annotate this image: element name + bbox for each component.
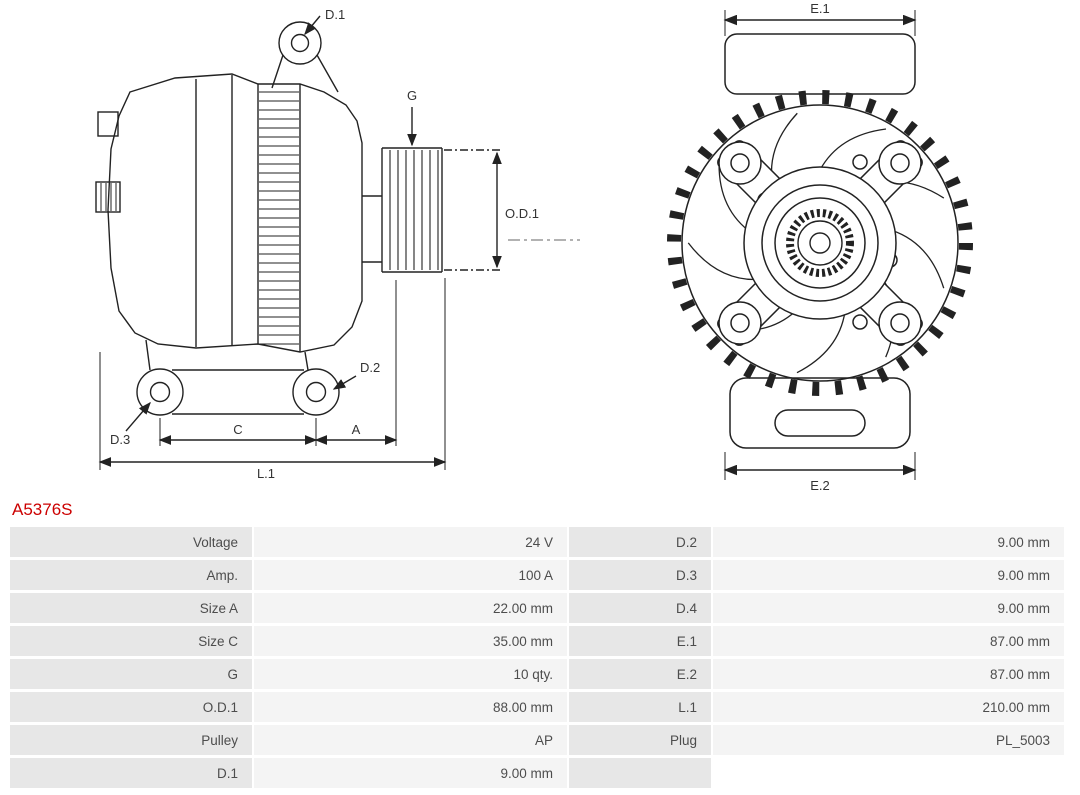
dim-label-d3: D.3 (110, 432, 130, 447)
spec-value: 9.00 mm (713, 560, 1064, 590)
alternator-side-view-drawing: D.1 G O.D.1 D.2 D.3 C A L.1 (95, 7, 580, 481)
dim-label-d1: D.1 (325, 7, 345, 22)
spec-value: 9.00 mm (254, 758, 567, 788)
spec-label: Pulley (10, 725, 252, 755)
spec-label (569, 758, 711, 788)
spec-label: D.3 (569, 560, 711, 590)
spec-value: 22.00 mm (254, 593, 567, 623)
dim-label-l1: L.1 (257, 466, 275, 481)
spec-label: Size C (10, 626, 252, 656)
spec-label: Voltage (10, 527, 252, 557)
dim-label-e2: E.2 (810, 478, 830, 493)
front-view-linework (667, 10, 973, 480)
spec-value: 88.00 mm (254, 692, 567, 722)
spec-value: 35.00 mm (254, 626, 567, 656)
side-view-linework (95, 15, 580, 470)
dim-label-a: A (352, 422, 361, 437)
spec-label: Amp. (10, 560, 252, 590)
spec-label: D.1 (10, 758, 252, 788)
spec-label: D.4 (569, 593, 711, 623)
spec-label: O.D.1 (10, 692, 252, 722)
spec-value: 210.00 mm (713, 692, 1064, 722)
spec-label: E.1 (569, 626, 711, 656)
spec-value: PL_5003 (713, 725, 1064, 755)
dim-label-od1: O.D.1 (505, 206, 539, 221)
dim-label-g: G (407, 88, 417, 103)
alternator-front-view-drawing: E.1 E.2 (667, 1, 973, 493)
spec-label: D.2 (569, 527, 711, 557)
spec-label: L.1 (569, 692, 711, 722)
part-number: A5376S (12, 500, 73, 519)
spec-label: E.2 (569, 659, 711, 689)
spec-value: 9.00 mm (713, 527, 1064, 557)
dim-label-d2: D.2 (360, 360, 380, 375)
spec-label: G (10, 659, 252, 689)
spec-value: 100 A (254, 560, 567, 590)
dim-label-e1: E.1 (810, 1, 830, 16)
spec-value: 10 qty. (254, 659, 567, 689)
spec-value: 24 V (254, 527, 567, 557)
spec-value: AP (254, 725, 567, 755)
spec-table: Voltage 24 V D.2 9.00 mm Amp. 100 A D.3 … (10, 527, 1070, 788)
spec-value (713, 758, 1064, 788)
spec-value: 87.00 mm (713, 626, 1064, 656)
dim-label-c: C (233, 422, 242, 437)
spec-label: Plug (569, 725, 711, 755)
spec-value: 9.00 mm (713, 593, 1064, 623)
spec-label: Size A (10, 593, 252, 623)
technical-drawings: D.1 G O.D.1 D.2 D.3 C A L.1 (95, 1, 973, 493)
spec-value: 87.00 mm (713, 659, 1064, 689)
